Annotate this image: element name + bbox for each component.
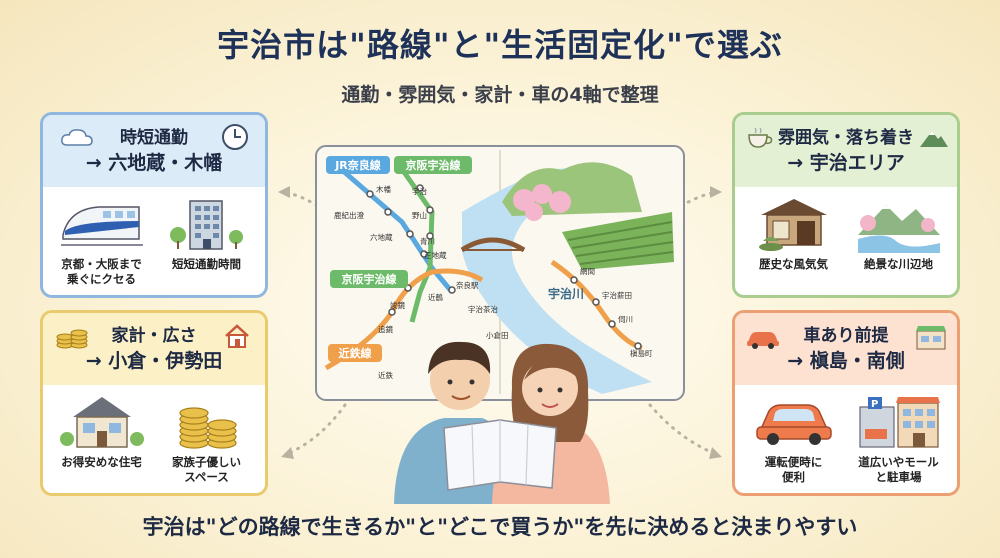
card-atmosphere-title: 雰囲気・落ち着き [778, 128, 914, 148]
card-atmosphere-areas: → 宇治エリア [787, 152, 905, 174]
commute-caption-2: 短短通勤時間 [172, 257, 241, 271]
card-commute-areas: → 六地蔵・木幡 [85, 152, 223, 174]
station-label: 槇島町 [630, 348, 653, 358]
card-budget[interactable]: 家計・広さ → 小倉・伊勢田 お得安めな住宅 家族子優しい スペ [40, 310, 268, 496]
line-labels: JR奈良線 京阪宇治線 京阪宇治線 近鉄線 [326, 156, 472, 362]
station-label: 青川 [420, 236, 435, 246]
station-label: 伺川 [618, 314, 633, 324]
arrow-to-budget [283, 403, 347, 457]
station-labels: 木幡 宇治 鹿紀出澄 野山 六地蔵 青川 正地蔵 網間 宇治薪田 伺川 槇島町 … [334, 184, 653, 380]
car-small-icon [747, 332, 779, 349]
station-label: 宇治薪田 [602, 290, 632, 300]
home-icon [225, 324, 249, 348]
station-label: 木幡 [376, 184, 391, 194]
page-subtitle: 通勤・雰囲気・家計・車の4軸で整理 [341, 84, 659, 106]
station-label: 小倉田 [486, 330, 509, 340]
station-label: 六地蔵 [370, 232, 393, 242]
storefront-icon [916, 326, 946, 350]
station-label: 追鏡 [378, 324, 393, 334]
car-caption-1: 運転便時に 便利 [764, 455, 823, 484]
coins-icon [178, 407, 237, 449]
mall-parking-icon: P [858, 397, 940, 448]
uji-river [462, 168, 652, 394]
tea-cup-icon [748, 127, 773, 148]
line-label-keihan-1: 京阪宇治線 [406, 158, 461, 172]
river-mountain-icon [857, 205, 940, 253]
station-label: 奈良駅 [456, 280, 479, 290]
clock-icon [222, 124, 248, 150]
arrowhead-icon [709, 447, 722, 459]
line-label-kintetsu: 近鉄線 [339, 346, 372, 360]
car-caption-2: 道広いやモール と駐車場 [858, 455, 939, 484]
cloud-icon [61, 129, 93, 146]
keihan-uji-line [401, 170, 435, 323]
station-label: 正地蔵 [424, 250, 447, 260]
bridge [460, 237, 526, 253]
arrowhead-icon [710, 186, 722, 198]
card-budget-title: 家計・広さ [111, 326, 197, 346]
arrowhead-icon [281, 447, 294, 459]
arrow-to-car [648, 403, 720, 457]
arrowhead-icon [278, 186, 290, 198]
man-hair [428, 341, 491, 374]
office-building-icon [169, 200, 243, 250]
car-icon [755, 404, 832, 445]
southern-line [550, 259, 643, 351]
route-map: JR奈良線 京阪宇治線 京阪宇治線 近鉄線 宇治川 木幡 宇治 鹿紀出澄 野山 … [315, 145, 685, 401]
station-label: 網間 [580, 266, 595, 276]
budget-caption-2: 家族子優しい スペース [172, 455, 241, 484]
man-face [430, 350, 490, 410]
bullet-train-icon [60, 206, 143, 246]
atmosphere-caption-2: 絶景な川辺地 [864, 257, 933, 271]
card-commute-header: 時短通勤 → 六地蔵・木幡 [43, 115, 265, 187]
station-label: 宇治茶治 [468, 304, 498, 314]
card-atmosphere[interactable]: 雰囲気・落ち着き → 宇治エリア 歴史な風気気 絶景な川辺地 [732, 112, 960, 298]
station-label: 野山 [412, 210, 427, 220]
cherry-trees [513, 184, 571, 221]
line-label-keihan-2: 京阪宇治線 [342, 272, 397, 286]
station-label: 宇治 [412, 186, 427, 196]
svg-text:P: P [871, 399, 878, 410]
card-car-header: 車あり前提 → 槇島・南側 [735, 313, 957, 385]
station-label: 近鶴 [428, 292, 443, 302]
house-icon [59, 397, 144, 448]
budget-caption-1: お得安めな住宅 [61, 455, 142, 469]
card-budget-header: 家計・広さ → 小倉・伊勢田 [43, 313, 265, 385]
coins-stack-icon [56, 329, 88, 349]
footer-summary: 宇治は"どの路線で生きるか"と"どこで買うか"を先に決めると決まりやすい [142, 515, 858, 539]
station-dots [366, 184, 642, 350]
mountain-icon [920, 131, 948, 147]
commute-caption-1: 京都・大阪まで 乗ぐにクセる [61, 257, 142, 286]
card-budget-areas: → 小倉・伊勢田 [85, 350, 223, 372]
card-car-areas: → 槇島・南側 [787, 350, 905, 372]
card-commute-title: 時短通勤 [120, 128, 188, 148]
card-car[interactable]: 車あり前提 → 槇島・南側 運転便時に 便利 P [732, 310, 960, 496]
atmosphere-caption-1: 歴史な風気気 [759, 257, 828, 271]
station-label: 鹿紀出澄 [334, 210, 364, 220]
line-label-jr: JR奈良線 [334, 158, 381, 172]
river-label: 宇治川 [548, 286, 584, 301]
card-atmosphere-header: 雰囲気・落ち着き → 宇治エリア [735, 115, 957, 187]
station-label: 近鉄 [378, 370, 393, 380]
woman-face [522, 360, 578, 416]
card-car-title: 車あり前提 [803, 326, 889, 346]
couple-illustration [394, 341, 610, 504]
tea-house-icon [758, 199, 827, 251]
page-title: 宇治市は"路線"と"生活固定化"で選ぶ [217, 26, 783, 64]
station-label: 竣鏡 [390, 300, 405, 310]
card-commute[interactable]: 時短通勤 → 六地蔵・木幡 京都・大阪まで 乗ぐにクセる [40, 112, 268, 298]
